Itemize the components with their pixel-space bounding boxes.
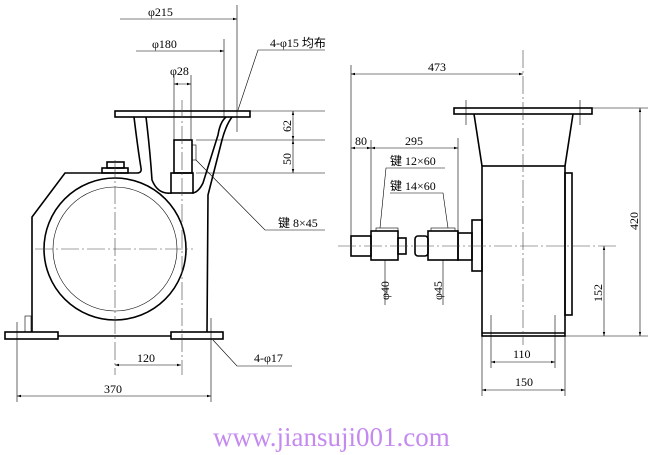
input-hub [457, 232, 473, 261]
note-key-1: 键 12×60 [390, 154, 436, 168]
base-bolt [24, 315, 32, 333]
input-flange [471, 219, 483, 272]
leader-base-holes [212, 339, 292, 367]
key-slot [191, 144, 197, 161]
key-1 [375, 227, 399, 232]
coupling-2 [427, 230, 459, 261]
dim-d40: φ40 [378, 281, 392, 300]
coupling-block [173, 139, 193, 174]
front-view: φ215 φ180 φ28 62 50 4-φ15 均布 键 8×45 4-φ1… [4, 5, 326, 402]
dim-80: 80 [355, 134, 367, 148]
support-left-outer [133, 116, 142, 174]
dim-420: 420 [627, 212, 641, 230]
side-view: 473 80 295 键 12×60 键 14×60 φ40 φ45 420 1… [338, 50, 648, 396]
support-left-inner [145, 116, 173, 195]
dim-473: 473 [428, 60, 446, 74]
dim-50: 50 [280, 153, 294, 165]
side-plate [564, 172, 573, 316]
dim-180: φ180 [152, 37, 177, 51]
dim-110: 110 [513, 347, 531, 361]
note-base-holes: 4-φ17 [254, 351, 283, 365]
support-right-outer [206, 116, 233, 333]
dim-152: 152 [591, 284, 605, 302]
dim-120: 120 [137, 351, 155, 365]
note-key: 键 8×45 [278, 216, 318, 230]
dim-215: φ215 [148, 5, 173, 19]
dim-28: φ28 [170, 64, 189, 78]
support-right-inner [191, 116, 227, 194]
dim-d45: φ45 [431, 281, 445, 300]
dim-150: 150 [515, 375, 533, 389]
bolt-head [106, 161, 125, 169]
watermark: www.jiansuji001.com [213, 422, 450, 452]
dim-370: 370 [104, 382, 122, 396]
coupling-1 [370, 230, 399, 261]
note-key-2: 键 14×60 [390, 179, 436, 193]
base-foot-right [170, 331, 224, 340]
dim-295: 295 [405, 134, 423, 148]
note-top-holes: 4-φ15 均布 [270, 36, 326, 50]
leader-key [195, 159, 325, 231]
leader-top-holes [237, 49, 325, 111]
top-flange [114, 110, 251, 118]
key-2 [430, 227, 456, 232]
dim-62: 62 [280, 120, 294, 132]
base-foot-left [4, 331, 59, 340]
housing-outline [31, 172, 137, 332]
side-body [481, 165, 566, 337]
